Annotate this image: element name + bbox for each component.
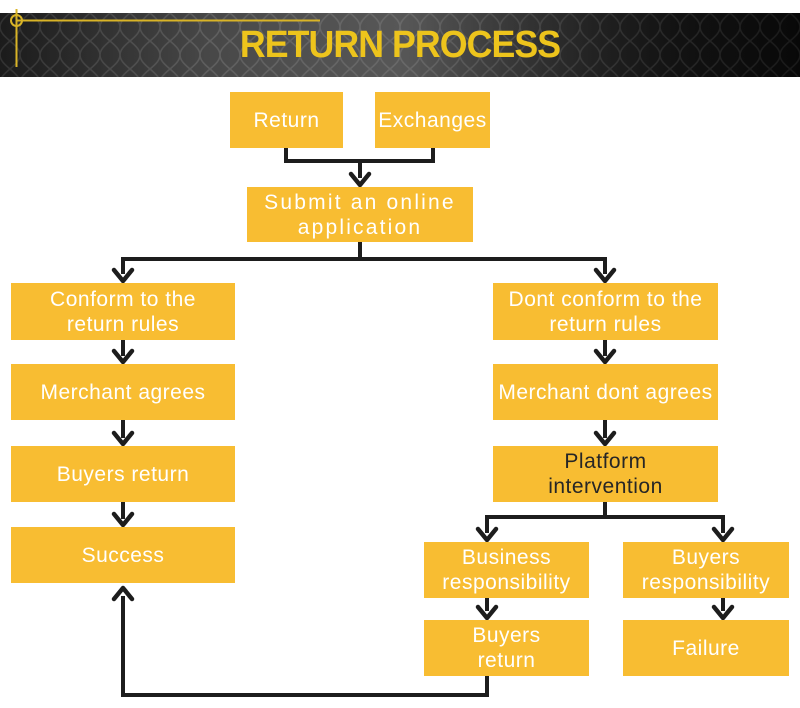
arrowhead-into-failure (711, 604, 735, 621)
arrowhead-into-success (111, 511, 135, 528)
node-exchanges: Exchanges (375, 92, 490, 148)
arrowhead-into-buyers-return (111, 430, 135, 447)
arrowhead-into-buyers-responsibility (711, 526, 735, 543)
connector-loopback-to-success (121, 596, 489, 697)
connector-return-exchanges-join (284, 148, 435, 163)
arrowhead-up-into-success (111, 585, 135, 602)
node-buyers-return: Buyers return (11, 446, 235, 502)
node-buyers-responsibility: Buyers responsibility (623, 542, 789, 598)
arrowhead-into-conform (111, 267, 135, 284)
header-banner: RETURN PROCESS (0, 13, 800, 77)
arrowhead-into-dont-conform (593, 267, 617, 284)
node-merchant-agrees: Merchant agrees (11, 364, 235, 420)
node-merchant-dont-agrees: Merchant dont agrees (493, 364, 718, 420)
node-buyers-return-2: Buyers return (424, 620, 589, 676)
arrowhead-into-merchant-agrees (111, 348, 135, 365)
arrowhead-into-submit (348, 171, 372, 188)
arrowhead-into-business-responsibility (475, 526, 499, 543)
node-success: Success (11, 527, 235, 583)
page-title: RETURN PROCESS (239, 24, 561, 66)
banner-shade (0, 13, 800, 77)
arrowhead-into-platform (593, 430, 617, 447)
node-submit-application: Submit an online application (247, 187, 473, 242)
crosshair-decoration-icon (10, 9, 320, 67)
node-dont-conform-return-rules: Dont conform to the return rules (493, 283, 718, 340)
node-conform-return-rules: Conform to the return rules (11, 283, 235, 340)
node-business-responsibility: Business responsibility (424, 542, 589, 598)
node-return: Return (230, 92, 343, 148)
arrowhead-into-buyers-return-2 (475, 604, 499, 621)
node-platform-intervention: Platform intervention (493, 446, 718, 502)
node-failure: Failure (623, 620, 789, 676)
arrowhead-into-merchant-dont-agrees (593, 348, 617, 365)
